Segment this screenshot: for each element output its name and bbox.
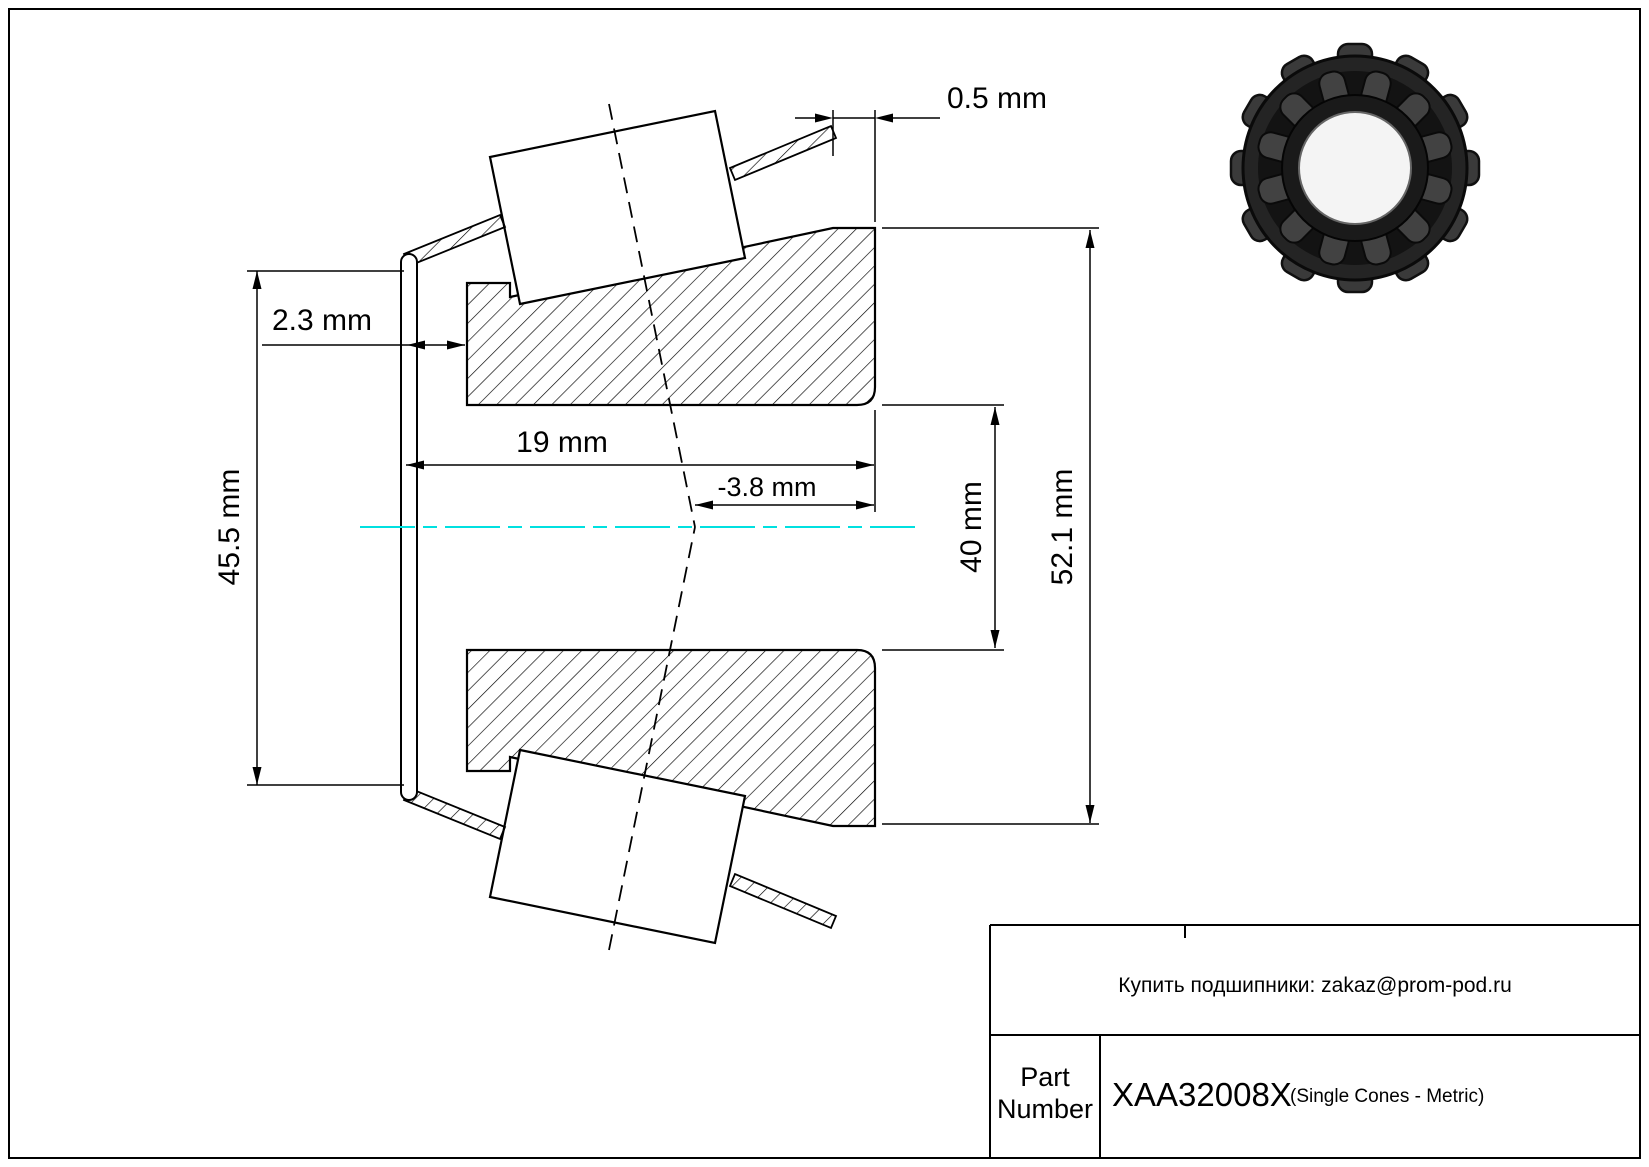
series-note: (Single Cones - Metric) [1290, 1086, 1484, 1107]
cage-strip-bottom-left [402, 786, 507, 841]
dimension-cage-standout: 0.5 mm [795, 82, 1047, 222]
dimension-cage-outer-diameter: 45.5 mm [213, 270, 404, 786]
arrowhead [252, 271, 262, 289]
upper-roller [488, 109, 747, 306]
arrowhead [1085, 230, 1095, 248]
dimension-bore-diameter: 40 mm [882, 404, 1004, 651]
cage [400, 124, 838, 930]
contact-text: Купить подшипники: zakaz@prom-pod.ru [1118, 974, 1512, 997]
lower-roller [488, 748, 747, 945]
dimension-label-outside-diameter: 52.1 mm [1046, 469, 1079, 586]
dimension-rib-width: 2.3 mm [262, 304, 465, 350]
sheet-border [8, 8, 1641, 1159]
arrowhead [815, 113, 833, 123]
title-block: Купить подшипники: zakaz@prom-pod.ru Par… [989, 924, 1640, 1158]
cone-cross-section [360, 103, 915, 951]
dimension-label-bore-diameter: 40 mm [955, 481, 988, 573]
dimension-label-cone-width: 19 mm [516, 426, 608, 459]
arrowhead [406, 460, 424, 470]
cage-strip-top-right [728, 124, 838, 182]
arrowhead [856, 500, 874, 510]
bearing-photo-bore [1298, 111, 1412, 225]
bearing-photo [1229, 42, 1481, 294]
part-number-value: XAA32008X [1112, 1076, 1292, 1113]
arrowhead [695, 500, 713, 510]
lower-ring-section [465, 648, 877, 828]
arrowhead [252, 767, 262, 785]
dimension-label-cage-standout: 0.5 mm [947, 82, 1047, 115]
arrowhead [990, 630, 1000, 648]
arrowhead [1085, 805, 1095, 823]
dimension-label-rib-width: 2.3 mm [272, 304, 372, 337]
dimension-cone-width: 19 mm [406, 410, 876, 512]
arrowhead [875, 113, 893, 123]
dimension-outside-diameter: 52.1 mm [882, 227, 1099, 825]
part-number-label-line2: Number [997, 1094, 1093, 1124]
arrowhead [407, 340, 425, 350]
arrowhead [990, 407, 1000, 425]
cage-strip-top-left [402, 213, 507, 268]
dimension-label-cage-outer-diameter: 45.5 mm [213, 469, 246, 586]
lower-roller-axis [608, 526, 696, 951]
upper-roller-axis [608, 103, 696, 528]
upper-ring-section [465, 226, 877, 407]
dimension-effective-center: -3.8 mm [695, 472, 874, 510]
cage-strip-bottom-right [728, 872, 838, 930]
arrowhead [447, 340, 465, 350]
dimension-label-effective-center: -3.8 mm [717, 472, 816, 502]
arrowhead [856, 460, 874, 470]
part-number-label-line1: Part [1020, 1062, 1070, 1092]
